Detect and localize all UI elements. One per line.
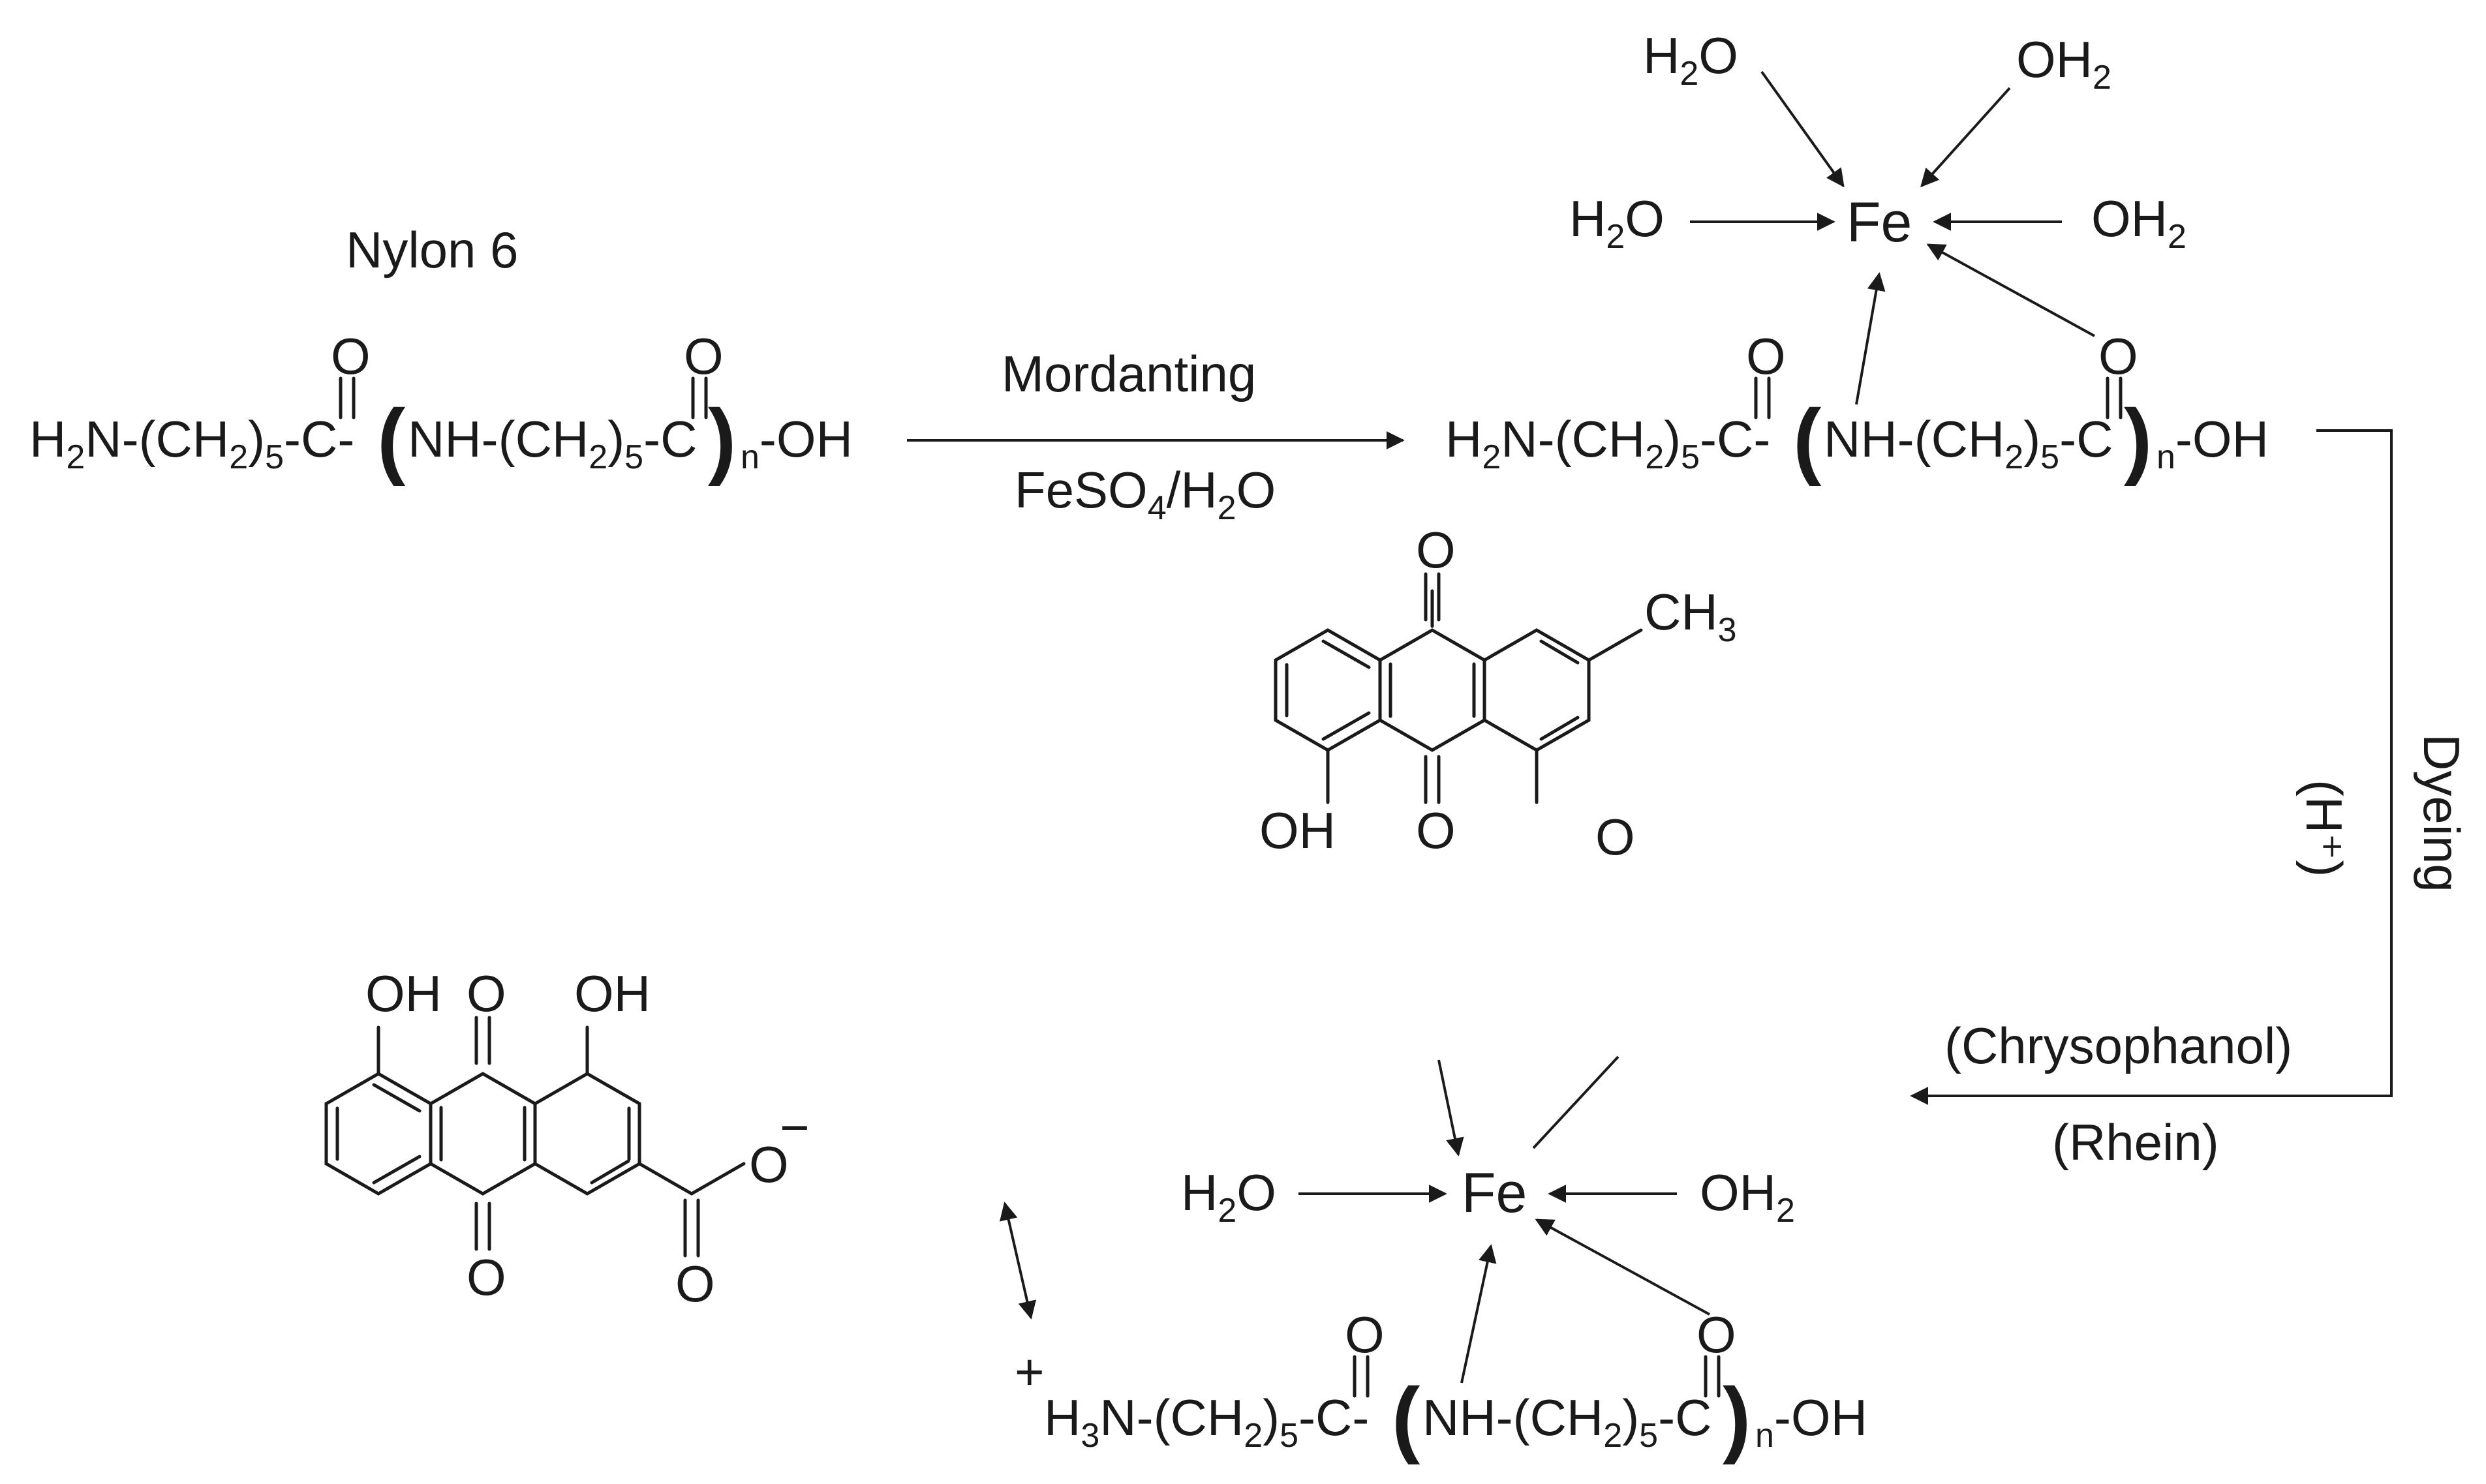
rhein-carbonyl-o: O [675,1255,715,1312]
chain1-paren-close: ) [708,391,736,487]
fe-atom-top: Fe [1847,191,1912,254]
chrysophanol-phenoxide-o: O [1595,808,1635,866]
chain2-end: n-OH [2156,410,2269,476]
chain1-repeat: NH-(CH2)5-C [408,410,697,476]
rhein-ketone-bottom: O [467,1249,506,1306]
nylon6-chain: H2N-(CH2)5-C- ( NH-(CH2)5-C ) n-OH O O [29,327,853,487]
chain3-text: H3N-(CH2)5-C- [1044,1389,1369,1455]
rhein-minus-charge: − [780,1098,810,1156]
nylon6-label: Nylon 6 [346,221,518,279]
chrysophanol-ketone-top: O [1416,521,1456,579]
chrysophanol-ketone-bottom: O [1416,802,1456,859]
fe-complex-mordanted: Fe H2O OH2 H2O OH2 [1569,27,2187,405]
rhein-ketone-top: O [467,965,506,1022]
aqua-ligand-1: H2O [1643,27,1738,93]
rhein-oh-right: OH [574,965,651,1022]
chain2-paren-open: ( [1793,391,1822,487]
chain1-carbonyl-o1: O [331,327,371,385]
rhein-structure: O O OH OH O − O [324,965,1037,1320]
chain3-end: n-OH [1755,1389,1867,1455]
chain2-carbonyl-o1: O [1746,327,1786,385]
chain3-repeat: NH-(CH2)5-C [1422,1389,1711,1455]
dyeing-label: Dyeing [2413,734,2470,892]
chain2-carbonyl-o2: O [2098,327,2138,385]
mordanting-step: Mordanting FeSO4/H2O [907,345,1405,527]
chain2-repeat: NH-(CH2)5-C [1824,410,2113,476]
aqua-ligand-2: OH2 [2016,31,2111,97]
mordanted-chain: H2N-(CH2)5-C- ( NH-(CH2)5-C ) n-OH O O [1445,327,2269,487]
chain3-paren-close: ) [1723,1370,1751,1465]
chrysophanol-oh: OH [1259,802,1336,859]
aqua-ligand-3: H2O [1569,190,1665,256]
fe-complex-dyed: Fe H2O OH2 [1181,1055,1795,1384]
dyeing-step: Dyeing (H⁺) (Chrysophanol) (Rhein) [1910,429,2470,1171]
mordanting-label: Mordanting [1002,345,1256,402]
aqua-ligand-4: OH2 [2091,190,2187,256]
chain1-end: n-OH [741,410,853,476]
chain1-text: H2N-(CH2)5-C- [29,410,354,476]
rhein-oh-left: OH [365,965,442,1022]
chrysophanol-ch3: CH3 [1644,583,1737,649]
chain3-paren-open: ( [1392,1370,1420,1465]
rhein-label: (Rhein) [2052,1113,2219,1171]
chain3-carbonyl-o1: O [1345,1306,1385,1363]
mordanting-reagent: FeSO4/H2O [1015,461,1276,527]
ionic-interaction-arrow [999,1202,1037,1320]
ammonium-plus: + [1015,1343,1045,1401]
chrysophanol-structure: O O OH O CH3 [1259,521,1737,866]
aqua-ligand-5: H2O [1181,1164,1276,1230]
dyed-chain: + H3N-(CH2)5-C- ( NH-(CH2)5-C ) n-OH O O [1015,1306,1867,1465]
rhein-carboxylate-o: O [749,1136,789,1193]
chain3-carbonyl-o2: O [1696,1306,1736,1363]
chrysophanol-label: (Chrysophanol) [1944,1017,2292,1074]
fe-atom-bottom: Fe [1462,1162,1527,1224]
h-plus-label: (H⁺) [2295,780,2353,877]
chain2-text: H2N-(CH2)5-C- [1445,410,1770,476]
chain1-carbonyl-o2: O [684,327,724,385]
aqua-ligand-6: OH2 [1700,1164,1795,1230]
chain2-paren-close: ) [2124,391,2152,487]
chain1-paren-open: ( [377,391,406,487]
dyeing-arrow [1910,429,2393,1105]
